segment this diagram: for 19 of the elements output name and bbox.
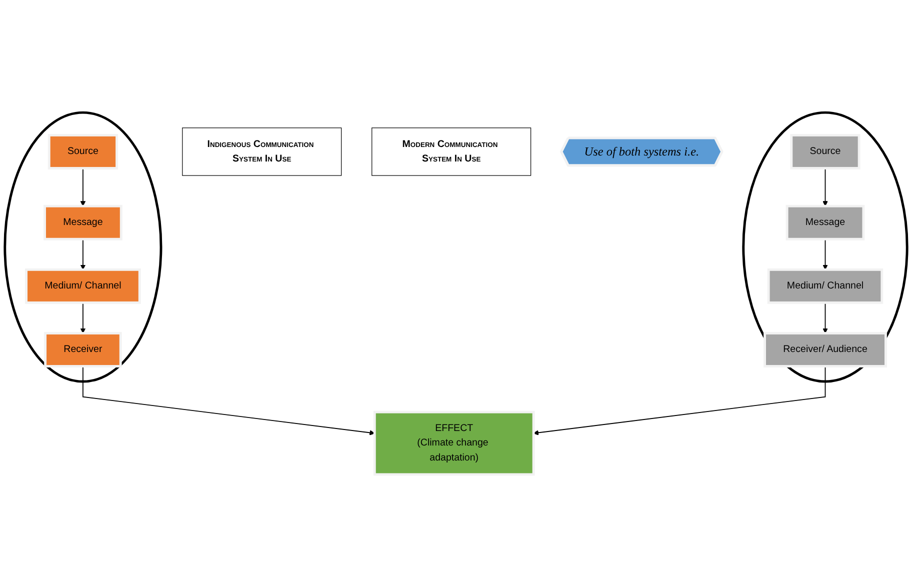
node-box: Modern Communication System In Use <box>372 128 532 176</box>
arrow <box>822 302 828 334</box>
arrow <box>533 366 826 436</box>
node-box: Medium/ Channel <box>767 268 884 304</box>
arrow <box>822 168 828 206</box>
arrow <box>80 302 86 334</box>
node-box: Receiver <box>44 332 122 368</box>
node-box: Receiver/ Audience <box>764 332 887 368</box>
node-box: Message <box>786 204 865 240</box>
arrow <box>80 238 86 270</box>
node-box: Message <box>44 204 122 240</box>
arrow <box>822 238 828 270</box>
node-box: Medium/ Channel <box>25 268 141 304</box>
node-box: Indigenous Communication System In Use <box>182 128 342 176</box>
arrow <box>80 168 86 206</box>
node-box: Source <box>790 134 860 170</box>
node-box: Source <box>48 134 118 170</box>
arrow <box>82 366 375 436</box>
node-box: EFFECT (Climate change adaptation) <box>373 410 535 476</box>
